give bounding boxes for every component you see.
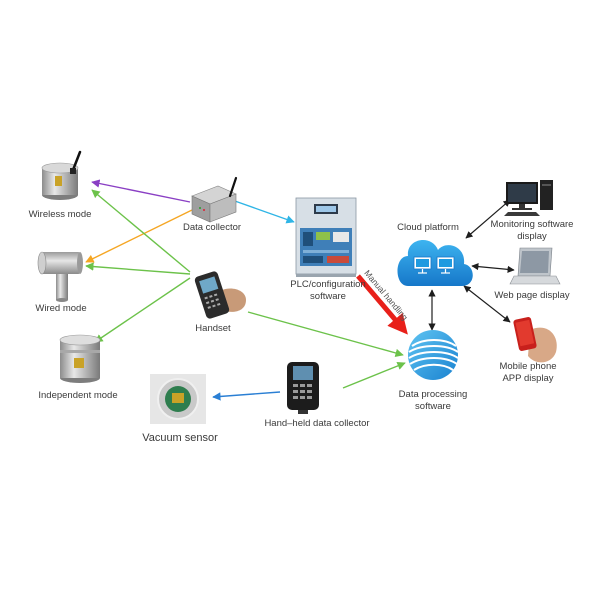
link-wireless-collector: [91, 179, 191, 203]
label-wireless-mode: Wireless mode: [28, 209, 92, 220]
link-handset-dp: [247, 311, 404, 358]
data-processing-icon: [408, 330, 459, 380]
label-data-collector: Data collector: [182, 222, 242, 233]
label-wired-mode: Wired mode: [35, 303, 87, 314]
wired-sensor-icon: [37, 251, 83, 302]
link-handheld-dp: [342, 361, 406, 389]
handset-icon: [194, 271, 246, 319]
label-plc-line1: PLC/configuration: [290, 279, 366, 290]
label-independent-mode: Independent mode: [38, 390, 118, 401]
mobile-phone-icon: [513, 317, 557, 363]
handheld-collector-icon: [287, 362, 319, 414]
link-cloud-monitor: [465, 199, 511, 239]
link-collector-plc: [231, 199, 295, 224]
label-monitoring-line2: display: [517, 231, 547, 242]
vacuum-sensor-icon: [150, 374, 206, 424]
label-dp-line2: software: [415, 401, 451, 412]
wireless-sensor-icon: [41, 150, 82, 200]
label-web-page-display: Web page display: [494, 290, 570, 301]
label-cloud-platform: Cloud platform: [397, 222, 459, 233]
cloud-platform-icon: [397, 239, 473, 286]
label-mobile-line2: APP display: [502, 373, 554, 384]
label-dp-line1: Data processing: [398, 389, 468, 400]
plc-cabinet-icon: [295, 197, 357, 277]
link-cloud-phone: [463, 285, 511, 323]
independent-sensor-icon: [59, 334, 101, 383]
label-plc-line2: software: [310, 291, 346, 302]
link-wireless-handset: [91, 189, 191, 273]
data-collector-icon: [191, 176, 238, 223]
link-wired-handset: [85, 262, 191, 275]
laptop-icon: [509, 247, 561, 285]
connections: [85, 179, 515, 401]
label-mobile-line1: Mobile phone: [499, 361, 557, 372]
link-plc-dp-manual: [356, 274, 408, 335]
link-independent-handset: [94, 277, 191, 343]
link-handheld-vacuum: [212, 391, 281, 401]
label-monitoring-line1: Monitoring software: [490, 219, 574, 230]
label-handset: Handset: [195, 323, 231, 334]
link-cloud-laptop: [471, 263, 515, 273]
label-handheld-collector: Hand–held data collector: [264, 418, 370, 429]
link-wired-collector: [85, 209, 193, 263]
desktop-computer-icon: [504, 180, 553, 216]
label-vacuum-sensor: Vacuum sensor: [142, 432, 218, 444]
